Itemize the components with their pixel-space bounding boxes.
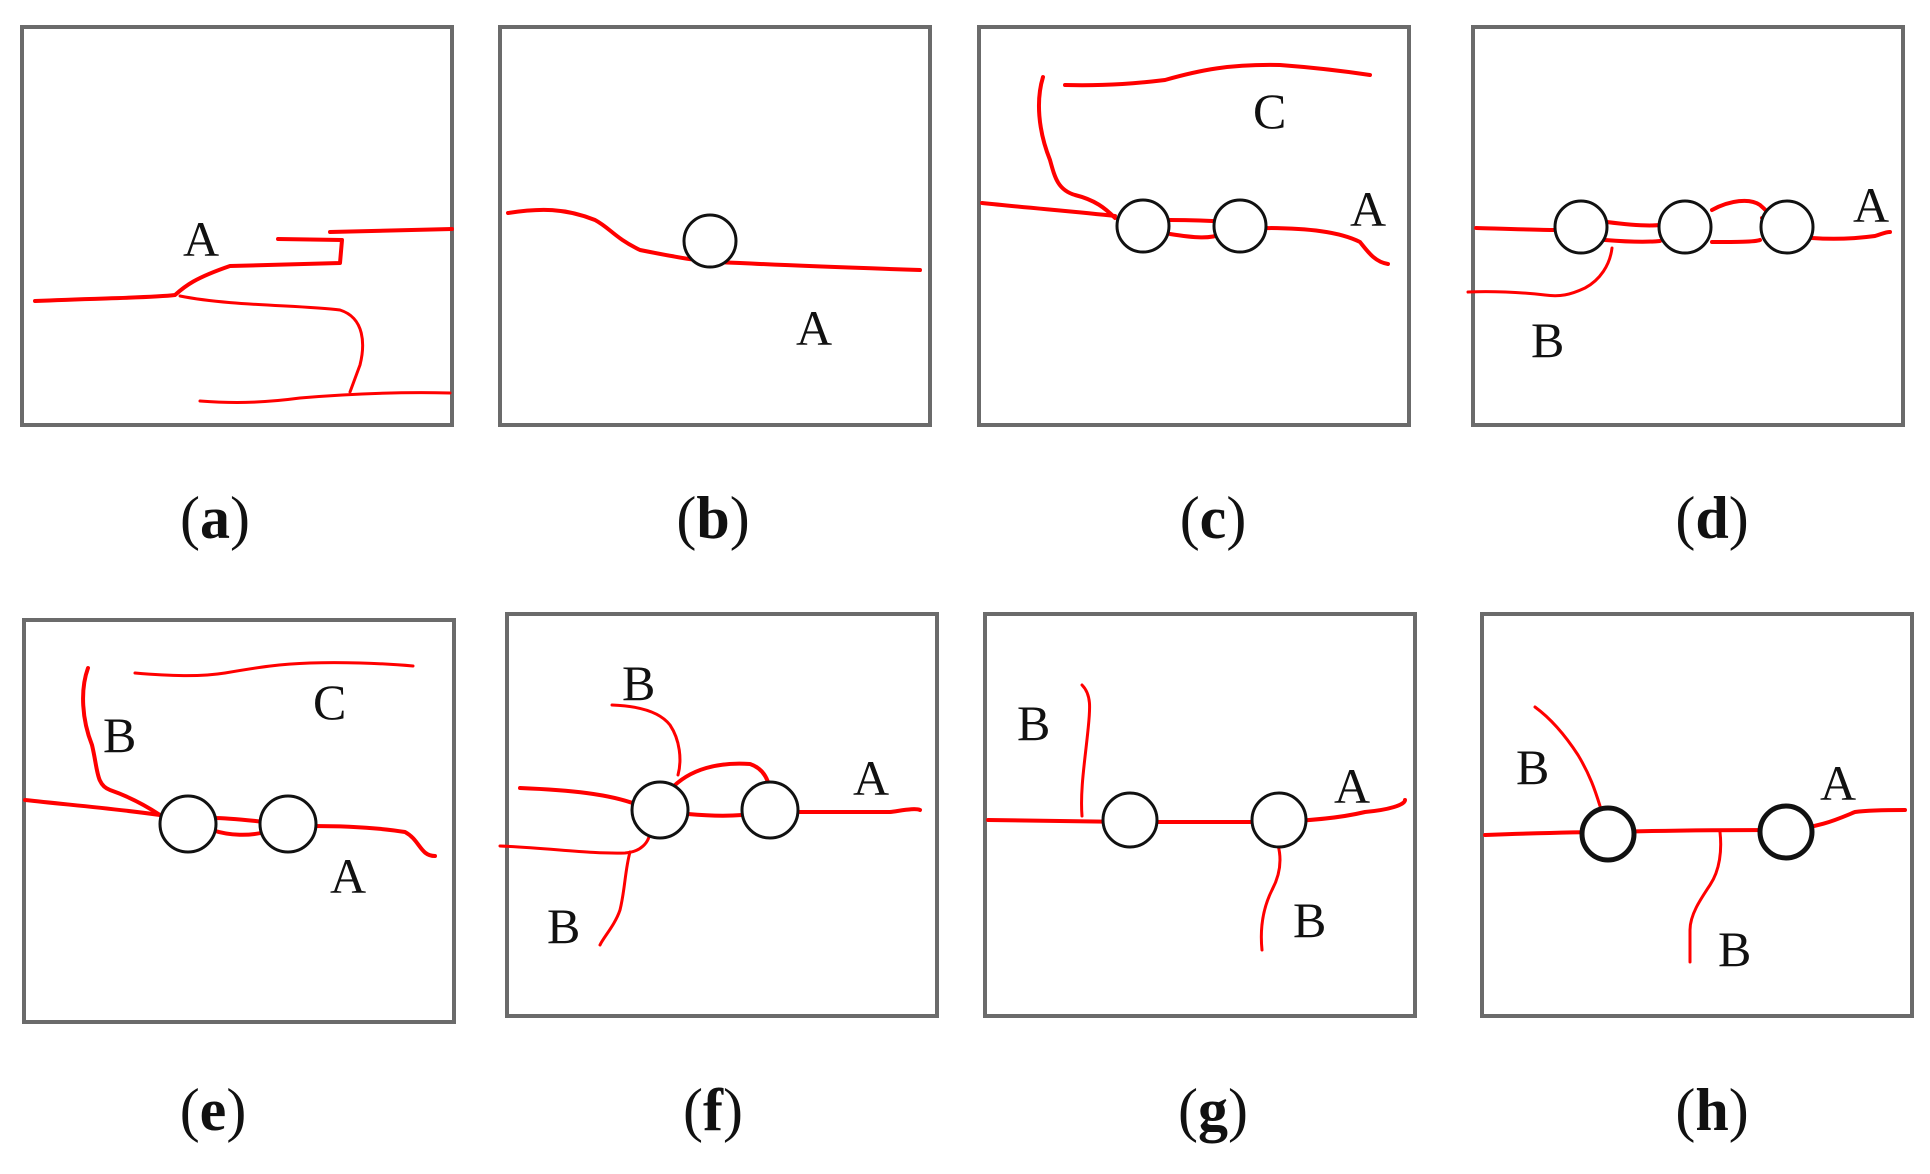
hole-2 bbox=[258, 794, 318, 854]
crack-main bbox=[23, 798, 162, 817]
panel-c: C A (c) bbox=[977, 25, 1411, 551]
crack-label-b-right: B bbox=[1293, 892, 1326, 948]
crack-main-right bbox=[1258, 226, 1390, 266]
panel-h-caption: (h) bbox=[1675, 1077, 1748, 1143]
crack-label-b-top: B bbox=[622, 655, 655, 711]
crack-branch-b bbox=[81, 666, 162, 817]
crack-main-right bbox=[310, 824, 437, 858]
hole-2 bbox=[1250, 791, 1308, 849]
panel-d: A B (d) bbox=[1466, 25, 1905, 551]
crack-branch-b-left bbox=[1080, 683, 1092, 818]
panel-d-caption: (d) bbox=[1675, 485, 1748, 551]
panel-g: B A B (g) bbox=[983, 612, 1417, 1143]
crack-link-1-lower bbox=[1603, 238, 1662, 244]
panel-h-frame bbox=[1480, 612, 1914, 1018]
panel-f-caption: (f) bbox=[683, 1077, 743, 1143]
crack-branch-b-down bbox=[598, 850, 632, 947]
hole-3 bbox=[1759, 199, 1815, 255]
hole-1 bbox=[158, 794, 218, 854]
crack-main-right bbox=[1810, 230, 1892, 241]
crack-label: A bbox=[796, 300, 832, 356]
crack-branch-lower bbox=[178, 294, 365, 394]
panel-g-caption: (g) bbox=[1178, 1077, 1248, 1143]
crack-main bbox=[1483, 808, 1907, 837]
hole-2 bbox=[1657, 199, 1713, 255]
crack-link-lower bbox=[686, 812, 744, 818]
hole bbox=[682, 213, 738, 269]
crack-branch-b-top bbox=[610, 703, 682, 777]
crack-label-a: A bbox=[1350, 181, 1386, 237]
hole-1 bbox=[1579, 805, 1637, 863]
hole-2 bbox=[740, 780, 800, 840]
panel-b: A (b) bbox=[498, 25, 932, 551]
crack-main-left bbox=[518, 786, 640, 807]
crack-branch-b bbox=[1466, 246, 1614, 298]
crack-link-2-lower bbox=[1710, 238, 1762, 244]
hole-1 bbox=[1101, 791, 1159, 849]
crack-branch-upper bbox=[328, 227, 454, 234]
crack-top bbox=[1063, 62, 1372, 88]
panel-c-caption: (c) bbox=[1180, 485, 1247, 551]
crack-branch-b-right bbox=[1259, 843, 1282, 952]
hole-2 bbox=[1212, 198, 1268, 254]
crack-branch-b-bottom bbox=[498, 828, 652, 855]
crack-label-b: B bbox=[103, 707, 136, 763]
panel-c-frame bbox=[977, 25, 1411, 427]
crack-link-1-upper bbox=[1605, 220, 1662, 228]
crack-label: A bbox=[183, 211, 219, 267]
panel-e: C B A (e) bbox=[22, 618, 456, 1143]
crack-label-a: A bbox=[1820, 755, 1856, 811]
crack-main bbox=[986, 798, 1407, 824]
crack-top bbox=[133, 661, 415, 678]
hole-2 bbox=[1757, 803, 1815, 861]
crack-branch-b-top bbox=[1533, 705, 1602, 808]
crack-label-b: B bbox=[1531, 312, 1564, 368]
crack-branch-b-bottom bbox=[1688, 830, 1723, 964]
crack-link-upper bbox=[668, 761, 772, 792]
crack-bottom bbox=[198, 391, 452, 404]
crack-label-b-top: B bbox=[1516, 739, 1549, 795]
panel-a-frame bbox=[20, 25, 454, 427]
crack-label-b-bottom: B bbox=[1718, 921, 1751, 977]
panel-h: B A B (h) bbox=[1480, 612, 1914, 1143]
crack-main bbox=[33, 237, 344, 303]
crack-branch-vertical bbox=[1036, 75, 1117, 220]
crack-label-a: A bbox=[330, 848, 366, 904]
crack-label-a: A bbox=[1853, 177, 1889, 233]
hole-1 bbox=[630, 780, 690, 840]
crack-main bbox=[980, 201, 1117, 218]
crack-label-c: C bbox=[313, 674, 346, 730]
panel-a-caption: (a) bbox=[180, 485, 250, 551]
crack-label-b-bottom: B bbox=[547, 898, 580, 954]
crack-label-a: A bbox=[1334, 758, 1370, 814]
panel-e-caption: (e) bbox=[180, 1077, 247, 1143]
hole-1 bbox=[1553, 199, 1609, 255]
crack-main bbox=[506, 207, 922, 272]
crack-label-a: A bbox=[853, 750, 889, 806]
crack-main-left bbox=[1474, 226, 1557, 232]
panel-a: A (a) bbox=[20, 25, 454, 551]
panel-f: B A B (f) bbox=[498, 612, 939, 1143]
panel-b-caption: (b) bbox=[676, 485, 749, 551]
hole-1 bbox=[1115, 198, 1171, 254]
crack-label-c: C bbox=[1253, 83, 1286, 139]
crack-main-right bbox=[795, 807, 922, 815]
crack-label-b-left: B bbox=[1017, 695, 1050, 751]
